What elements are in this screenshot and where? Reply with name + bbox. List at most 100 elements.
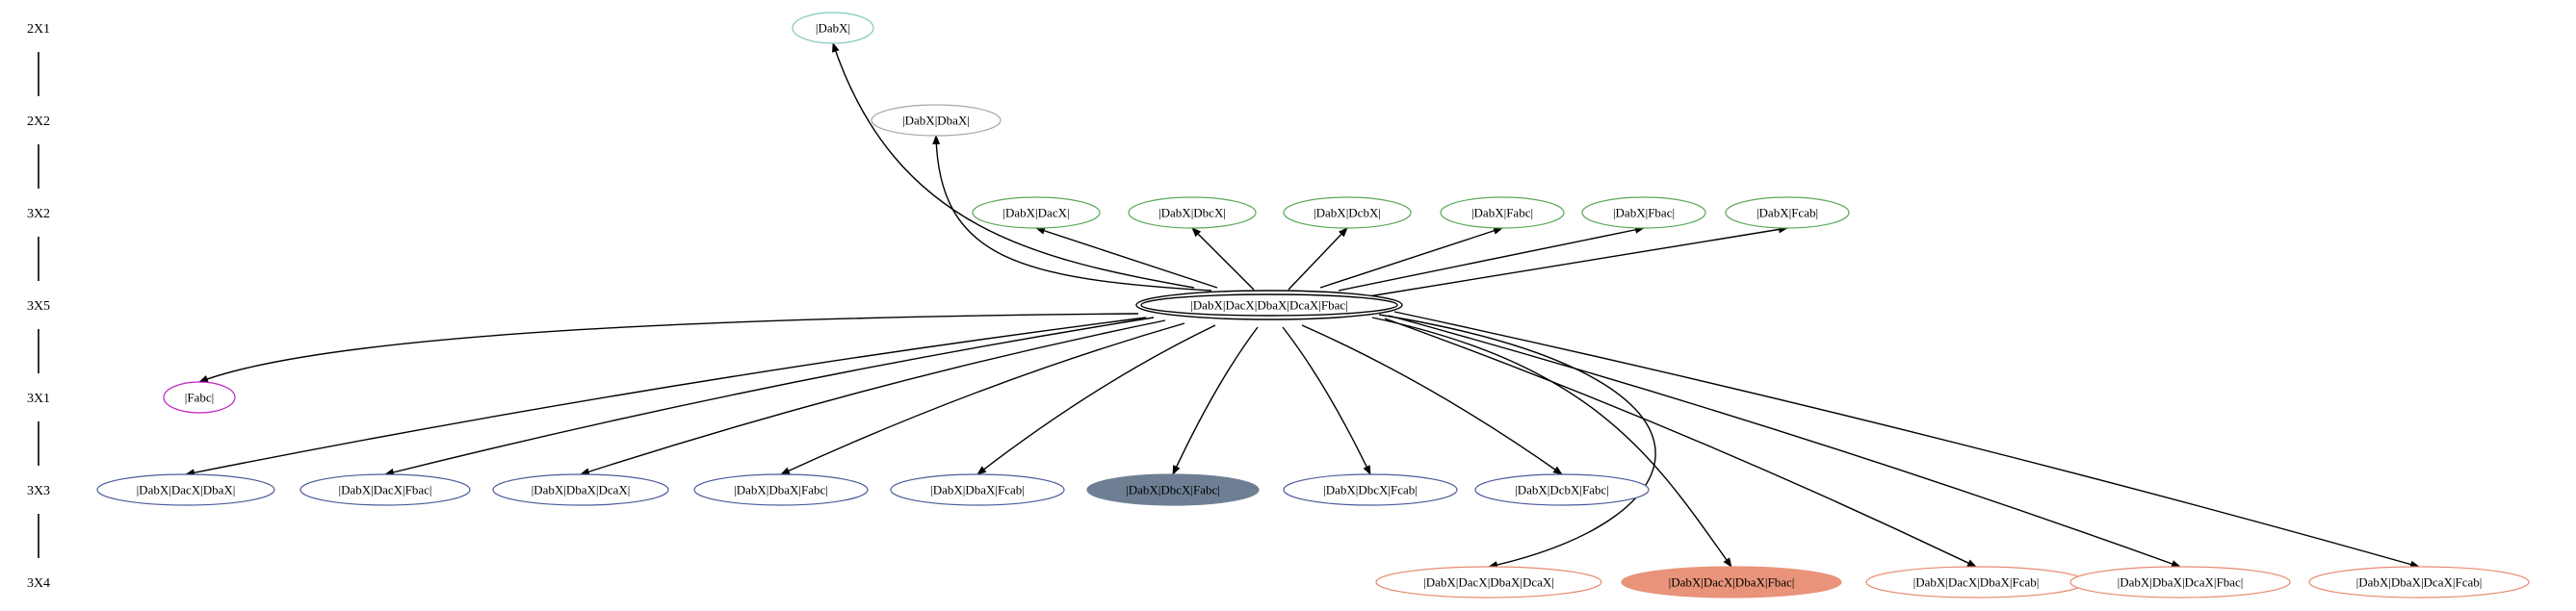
node-hub[interactable]: |DabX|DacX|DbaX|DcaX|Fbac| — [1135, 290, 1403, 320]
node-label: |DabX|Fabc| — [1471, 206, 1533, 220]
node-n21[interactable]: |DabX|DbaX|DcaX|Fbac| — [2069, 566, 2291, 598]
level-ruler: 2X1 2X2 3X2 3X5 3X1 3X3 3X4 — [27, 22, 50, 591]
node-shape — [1621, 566, 1842, 598]
node-shape — [96, 473, 275, 506]
node-shape — [792, 12, 874, 44]
edge-hub-n17 — [1301, 324, 1563, 475]
edge-hub-n18 — [1378, 314, 1656, 569]
node-label: |DabX|DbcX| — [1158, 206, 1226, 220]
node-n17[interactable]: |DabX|DcbX|Fabc| — [1474, 473, 1650, 506]
node-shape — [492, 473, 669, 506]
edge-hub-n9 — [198, 313, 1139, 383]
node-n22[interactable]: |DabX|DbaX|DcaX|Fcab| — [2308, 566, 2530, 598]
edge-hub-n3 — [1035, 227, 1218, 289]
edge-hub-n21 — [1388, 315, 2181, 568]
node-shape — [1283, 473, 1458, 506]
node-label: |DabX|DacX|DbaX| — [137, 483, 236, 497]
node-label: |DabX|DacX|DbaX|Fcab| — [1913, 575, 2040, 590]
edge-hub-n19 — [1371, 317, 1732, 568]
node-shape — [2069, 566, 2291, 598]
node-label: |DabX|DacX|Fbac| — [338, 483, 431, 497]
node-n15[interactable]: |DabX|DbcX|Fabc| — [1086, 473, 1260, 506]
edge-hub-n13 — [780, 322, 1185, 475]
node-n7[interactable]: |DabX|Fbac| — [1581, 196, 1706, 229]
node-n11[interactable]: |DabX|DacX|Fbac| — [299, 473, 471, 506]
node-label: |DabX|DbcX|Fcab| — [1323, 483, 1418, 497]
node-label: |DabX|DbaX|DcaX|Fbac| — [2118, 575, 2244, 590]
node-n12[interactable]: |DabX|DbaX|DcaX| — [492, 473, 669, 506]
edge-hub-n4 — [1191, 227, 1255, 291]
edge-hub-n7 — [1338, 225, 1645, 292]
node-n10[interactable]: |DabX|DacX|DbaX| — [96, 473, 275, 506]
node-shape — [972, 196, 1101, 229]
edge-hub-n10 — [185, 317, 1147, 477]
node-label: |DabX|Fcab| — [1756, 206, 1818, 220]
node-n4[interactable]: |DabX|DbcX| — [1128, 196, 1257, 229]
node-shape — [1440, 196, 1565, 229]
node-layer: |DabX| |DabX|DbaX| |DabX|DacX| |DabX|DbcX| |… — [96, 12, 2530, 598]
node-label: |DabX|DcbX| — [1314, 206, 1381, 220]
node-shape — [1581, 196, 1706, 229]
node-shape — [1086, 473, 1260, 506]
node-inner-ring — [1140, 293, 1398, 317]
edge-hub-n2 — [932, 135, 1212, 292]
node-shape — [1283, 196, 1412, 229]
edge-hub-n16 — [1282, 326, 1371, 475]
node-label: |DabX|DbcX|Fabc| — [1126, 483, 1220, 497]
node-label: |DabX|DbaX|Fabc| — [734, 483, 828, 497]
level-label-2x2: 2X2 — [27, 115, 50, 129]
node-n19[interactable]: |DabX|DacX|DbaX|Fbac| — [1621, 566, 1842, 598]
node-label: |DabX|DacX|DbaX|DcaX| — [1423, 575, 1554, 590]
edge-hub-n5 — [1288, 227, 1348, 291]
node-label: |DabX|Fbac| — [1613, 206, 1675, 220]
node-n18[interactable]: |DabX|DacX|DbaX|DcaX| — [1375, 566, 1602, 598]
node-n3[interactable]: |DabX|DacX| — [972, 196, 1101, 229]
node-label: |DabX|DbaX| — [902, 114, 970, 128]
edge-hub-n1 — [832, 42, 1195, 289]
node-shape — [1725, 196, 1850, 229]
edge-hub-n6 — [1319, 227, 1503, 289]
node-n2[interactable]: |DabX|DbaX| — [871, 104, 1002, 137]
edge-hub-n22 — [1393, 311, 2420, 569]
node-shape — [1474, 473, 1650, 506]
node-n5[interactable]: |DabX|DcbX| — [1283, 196, 1412, 229]
node-n6[interactable]: |DabX|Fabc| — [1440, 196, 1565, 229]
node-label: |DabX|DbaX|DcaX| — [532, 483, 631, 497]
edge-hub-n8 — [1362, 225, 1788, 298]
node-label: |DabX|DacX|DbaX|DcaX|Fbac| — [1190, 298, 1348, 313]
node-label: |DabX|DbaX|DcaX|Fcab| — [2356, 575, 2483, 590]
edge-hub-n20 — [1384, 318, 1977, 568]
edge-hub-n15 — [1172, 326, 1259, 475]
node-shape — [693, 473, 869, 506]
level-label-3x3: 3X3 — [27, 484, 50, 498]
node-label: |DabX|DcbX|Fabc| — [1515, 483, 1609, 497]
edge-hub-n12 — [580, 319, 1166, 476]
node-shape — [890, 473, 1065, 506]
level-label-3x2: 3X2 — [27, 207, 50, 221]
level-label-3x1: 3X1 — [27, 392, 50, 406]
node-n8[interactable]: |DabX|Fcab| — [1725, 196, 1850, 229]
node-label: |DabX|DacX| — [1002, 206, 1069, 220]
node-n14[interactable]: |DabX|DbaX|Fcab| — [890, 473, 1065, 506]
node-label: |DabX| — [816, 21, 850, 36]
node-shape — [163, 381, 236, 414]
node-shape — [1128, 196, 1257, 229]
node-label: |DabX|DacX|DbaX|Fbac| — [1669, 575, 1795, 590]
node-n20[interactable]: |DabX|DacX|DbaX|Fcab| — [1865, 566, 2087, 598]
node-label: |Fabc| — [185, 391, 214, 405]
node-shape — [871, 104, 1002, 137]
level-label-3x4: 3X4 — [27, 576, 50, 591]
node-outer-ring — [1135, 290, 1403, 320]
node-shape — [2308, 566, 2530, 598]
node-n1[interactable]: |DabX| — [792, 12, 874, 44]
level-label-2x1: 2X1 — [27, 22, 50, 37]
node-n13[interactable]: |DabX|DbaX|Fabc| — [693, 473, 869, 506]
node-shape — [299, 473, 471, 506]
node-shape — [1375, 566, 1602, 598]
node-n16[interactable]: |DabX|DbcX|Fcab| — [1283, 473, 1458, 506]
edge-hub-n11 — [384, 317, 1155, 476]
node-label: |DabX|DbaX|Fcab| — [930, 483, 1025, 497]
node-n9[interactable]: |Fabc| — [163, 381, 236, 414]
level-label-3x5: 3X5 — [27, 299, 50, 314]
